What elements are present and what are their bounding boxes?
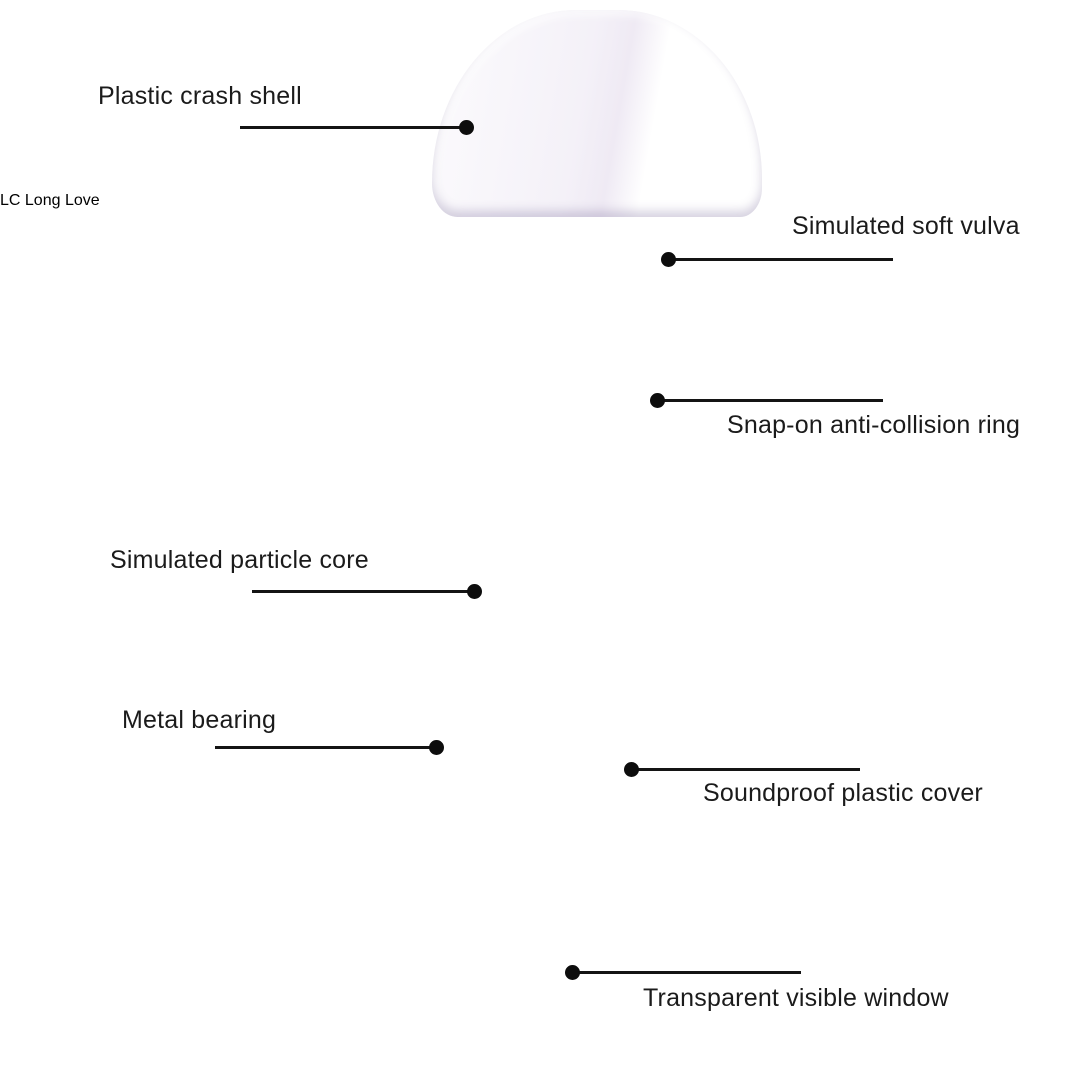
dot-simulated-particle-core bbox=[467, 584, 482, 599]
leader-transparent-visible-window bbox=[573, 971, 801, 974]
cavity-purple-glint bbox=[0, 210, 70, 244]
dot-transparent-visible-window bbox=[565, 965, 580, 980]
label-anti-collision-ring: Snap-on anti-collision ring bbox=[727, 411, 1021, 439]
leader-metal-bearing bbox=[215, 746, 437, 749]
label-metal-bearing: Metal bearing bbox=[122, 706, 277, 734]
device-body-illustration: LC Long Love bbox=[0, 192, 1080, 210]
dot-plastic-crash-shell bbox=[459, 120, 474, 135]
logo-monogram: LC bbox=[0, 192, 21, 209]
leader-soundproof-plastic-cover bbox=[632, 768, 860, 771]
leader-simulated-particle-core bbox=[252, 590, 476, 593]
dot-soundproof-plastic-cover bbox=[624, 762, 639, 777]
logo-script: Long Love bbox=[24, 192, 100, 209]
leader-anti-collision-ring bbox=[657, 399, 883, 402]
bearing-block bbox=[0, 301, 41, 326]
leader-simulated-soft-vulva bbox=[668, 258, 893, 261]
dot-metal-bearing bbox=[429, 740, 444, 755]
label-plastic-crash-shell: Plastic crash shell bbox=[98, 82, 302, 110]
brand-logo: LC Long Love bbox=[0, 192, 1080, 210]
dot-simulated-soft-vulva bbox=[661, 252, 676, 267]
cavity-purple-glint bbox=[0, 244, 44, 270]
label-transparent-visible-window: Transparent visible window bbox=[643, 984, 949, 1012]
crash-shell-purple-panel bbox=[604, 10, 762, 217]
label-simulated-soft-vulva: Simulated soft vulva bbox=[792, 212, 1020, 240]
dot-anti-collision-ring bbox=[650, 393, 665, 408]
label-soundproof-plastic-cover: Soundproof plastic cover bbox=[703, 779, 983, 807]
label-simulated-particle-core: Simulated particle core bbox=[110, 546, 369, 574]
leader-plastic-crash-shell bbox=[240, 126, 468, 129]
